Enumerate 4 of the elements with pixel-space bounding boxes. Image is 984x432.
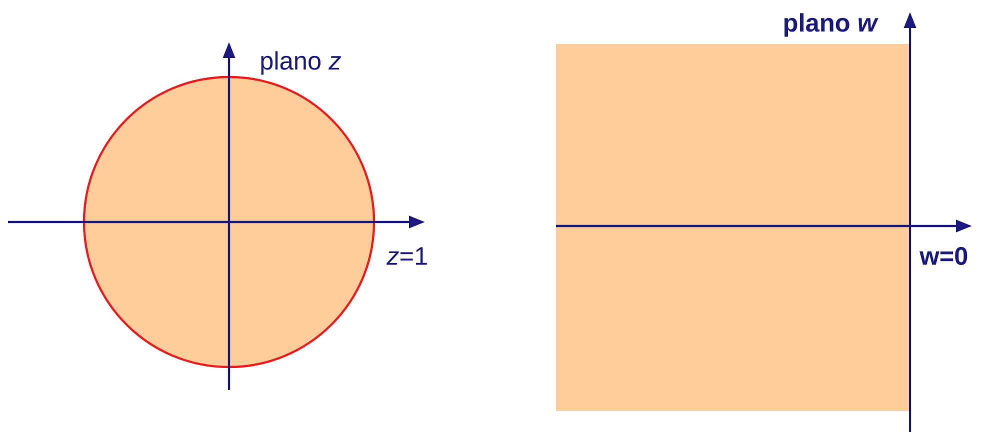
axis-label: plano z: [261, 51, 341, 75]
axis-label: plano w: [784, 13, 878, 37]
axis-label: z=1: [386, 247, 427, 265]
axis-label: w=0: [920, 247, 968, 265]
